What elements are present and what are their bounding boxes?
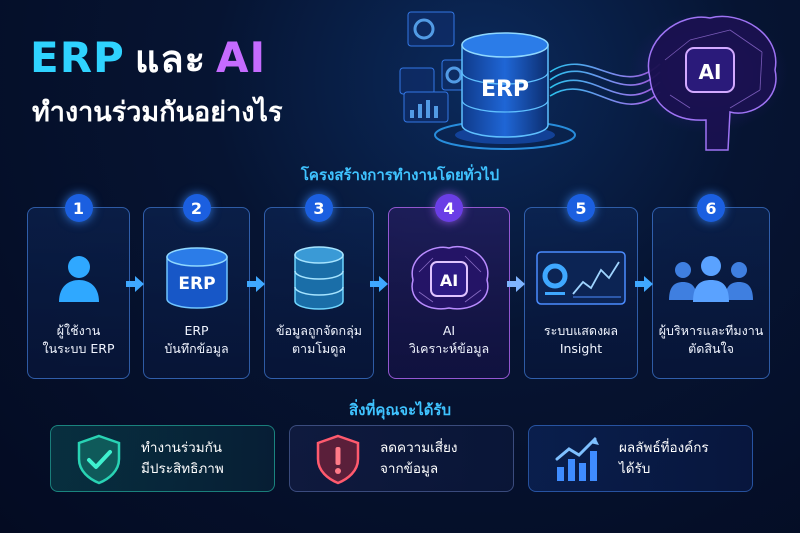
arrow-right-icon bbox=[126, 276, 144, 292]
step-2-card: 2 ERP ERP บันทึกข้อมูล bbox=[143, 194, 250, 379]
hero-illustration: ERP AI bbox=[399, 10, 788, 151]
arrow-right-icon bbox=[247, 276, 265, 292]
step-5-line2: Insight bbox=[559, 341, 603, 356]
step-4-icon-text: AI bbox=[440, 271, 458, 290]
hero-ai-text: AI bbox=[699, 60, 722, 84]
step-3-card: 3 ข้อมูลถูกจัดกลุ่ม ตามโมดูล bbox=[264, 194, 374, 379]
step-1-number: 1 bbox=[64, 194, 93, 222]
benefit-3-line1: ผลลัพธ์ที่องค์กร bbox=[619, 439, 709, 456]
benefit-risk-card: ลดความเสี่ยง จากข้อมูล bbox=[289, 425, 514, 492]
benefit-2-line2: จากข้อมูล bbox=[380, 460, 439, 477]
benefit-efficiency-card: ทำงานร่วมกัน มีประสิทธิภาพ bbox=[50, 425, 275, 492]
step-1-line2: ในระบบ ERP bbox=[42, 341, 115, 356]
title-erp: ERP bbox=[30, 33, 125, 82]
benefit-2-line1: ลดความเสี่ยง bbox=[380, 439, 458, 456]
erp-database-icon: ERP bbox=[165, 247, 228, 309]
step-6-number: 6 bbox=[697, 194, 725, 222]
ai-brain-icon: AI bbox=[411, 245, 489, 310]
erp-cylinder-icon: ERP bbox=[461, 32, 549, 138]
step-3-number: 3 bbox=[305, 194, 333, 222]
step-2-line1: ERP bbox=[184, 323, 209, 338]
step-1-line1: ผู้ใช้งาน bbox=[56, 323, 101, 338]
hero-erp-text: ERP bbox=[481, 77, 529, 102]
title-ai: AI bbox=[216, 33, 267, 82]
step-1-card: 1 ผู้ใช้งาน ในระบบ ERP bbox=[27, 194, 130, 379]
step-4-card: 4 AI AI วิเคราะห์ข้อมูล bbox=[388, 194, 510, 379]
dashboard-icon bbox=[536, 251, 626, 305]
benefit-1-line1: ทำงานร่วมกัน bbox=[141, 439, 223, 456]
arrow-right-icon bbox=[370, 276, 388, 292]
shield-check-icon bbox=[77, 434, 121, 484]
shield-alert-icon bbox=[316, 434, 360, 484]
step-5-line1: ระบบแสดงผล bbox=[543, 323, 619, 338]
step-2-number: 2 bbox=[182, 194, 211, 222]
step-6-card: 6 ผู้บริหารและทีมงาน ตัดสินใจ bbox=[652, 194, 770, 379]
database-icon bbox=[294, 246, 344, 310]
step-6-line2: ตัดสินใจ bbox=[688, 341, 734, 356]
benefit-results-card: ผลลัพธ์ที่องค์กร ได้รับ bbox=[528, 425, 753, 492]
title-and: และ bbox=[134, 37, 207, 81]
step-2-icon-text: ERP bbox=[178, 274, 215, 294]
benefits-heading: สิ่งที่คุณจะได้รับ bbox=[348, 401, 452, 419]
user-icon bbox=[58, 256, 99, 302]
main-subtitle: ทำงานร่วมกันอย่างไร bbox=[32, 97, 283, 128]
process-heading: โครงสร้างการทำงานโดยทั่วไป bbox=[300, 166, 500, 184]
step-5-card: 5 ระบบแสดงผล Insight bbox=[524, 194, 638, 379]
step-3-line2: ตามโมดูล bbox=[291, 341, 347, 356]
step-3-line1: ข้อมูลถูกจัดกลุ่ม bbox=[276, 323, 362, 338]
arrow-right-icon bbox=[507, 276, 525, 292]
step-4-line2: วิเคราะห์ข้อมูล bbox=[408, 341, 490, 356]
step-4-number: 4 bbox=[435, 194, 463, 222]
step-4-line1: AI bbox=[442, 323, 456, 338]
hero-ai-brain-icon: AI bbox=[628, 10, 788, 151]
step-5-number: 5 bbox=[567, 194, 595, 222]
growth-chart-icon bbox=[555, 436, 599, 481]
step-6-line1: ผู้บริหารและทีมงาน bbox=[658, 323, 764, 338]
benefit-3-line2: ได้รับ bbox=[619, 460, 651, 477]
benefit-1-line2: มีประสิทธิภาพ bbox=[141, 460, 224, 477]
step-2-line2: บันทึกข้อมูล bbox=[164, 341, 229, 356]
team-icon bbox=[669, 256, 753, 302]
arrow-right-icon bbox=[635, 276, 653, 292]
